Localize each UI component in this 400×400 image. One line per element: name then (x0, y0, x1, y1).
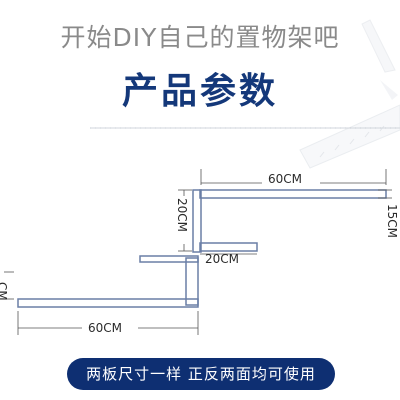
page-title: 产品参数 (121, 71, 278, 112)
middle-shelf-width-label: 20CM (205, 252, 239, 266)
top-shelf-width-label: 60CM (268, 172, 302, 186)
top-shelf-thickness-label: 15CM (385, 204, 399, 238)
step-board (139, 255, 199, 263)
headline: 开始DIY自己的置物架吧 (60, 23, 340, 52)
upright-height-label: 20CM (175, 198, 189, 232)
middle-shelf-board (199, 242, 258, 252)
footer-note: 两板尺寸一样 正反两面均可使用 (67, 358, 335, 390)
top-shelf-board (199, 189, 387, 199)
bottom-shelf-board (17, 298, 199, 308)
bottom-shelf-width-label: 60CM (88, 321, 122, 335)
bottom-left-partial-label: CM (0, 282, 9, 301)
bottom-upright-board (185, 257, 199, 306)
top-upright-board (192, 189, 202, 253)
